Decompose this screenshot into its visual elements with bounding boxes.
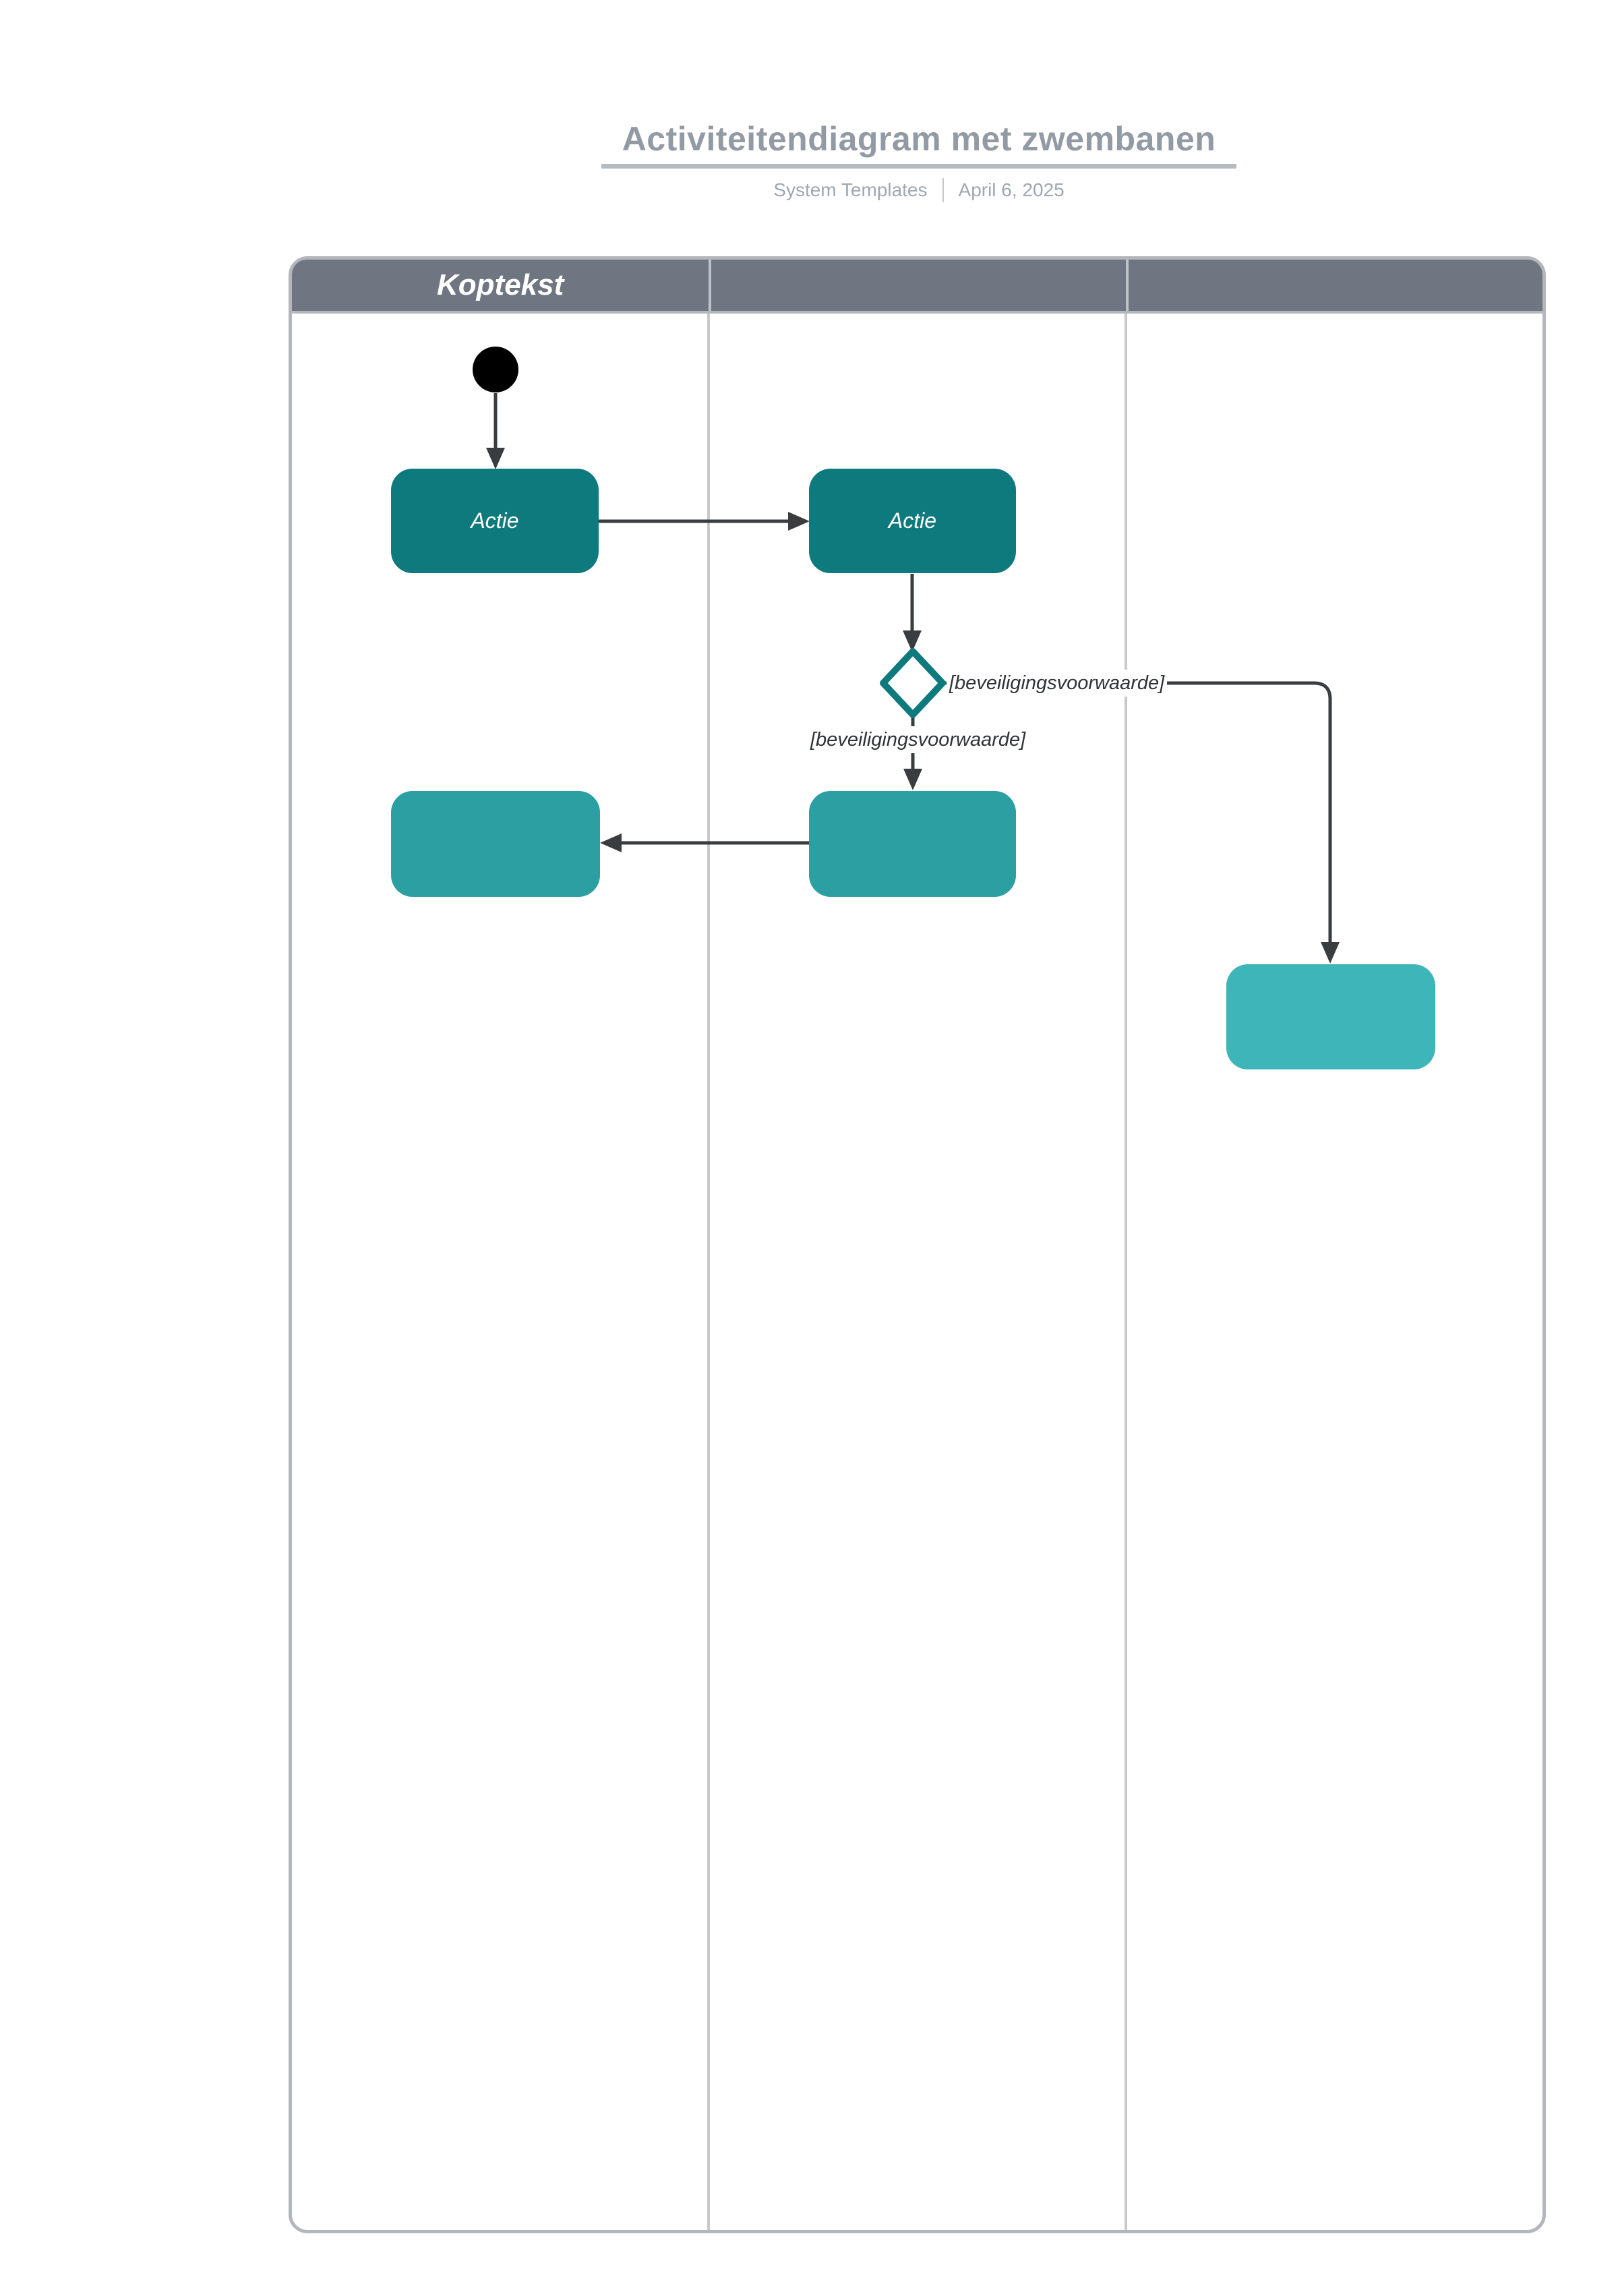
action-node-4[interactable]	[391, 791, 600, 897]
page-title: Activiteitendiagram met zwembanen	[622, 120, 1216, 158]
guard-label-down[interactable]: [beveiligingsvoorwaarde]	[808, 726, 1029, 753]
subtitle-date: April 6, 2025	[958, 179, 1065, 200]
lane-header-2[interactable]	[709, 260, 1125, 311]
action-node-5[interactable]	[1226, 964, 1435, 1069]
guard-label-right[interactable]: [beveiligingsvoorwaarde]	[947, 670, 1168, 697]
lane-divider-1	[707, 314, 711, 2230]
lane-header-label: Koptekst	[437, 268, 564, 301]
doc-subtitle: System Templates April 6, 2025	[292, 177, 1546, 204]
title-underline	[601, 164, 1236, 169]
action-label: Actie	[888, 508, 937, 533]
action-node-3[interactable]	[809, 791, 1016, 897]
action-node-2[interactable]: Actie	[809, 469, 1016, 573]
lane-header-1[interactable]: Koptekst	[292, 260, 709, 311]
lane-header-3[interactable]	[1125, 260, 1542, 311]
pool-header-row: Koptekst	[292, 260, 1542, 314]
subtitle-source: System Templates	[773, 179, 928, 200]
subtitle-divider	[942, 178, 944, 202]
action-label: Actie	[471, 508, 519, 533]
action-node-1[interactable]: Actie	[391, 469, 599, 573]
swimlane-pool[interactable]: Koptekst	[289, 256, 1546, 2233]
lane-divider-2	[1124, 314, 1127, 2230]
